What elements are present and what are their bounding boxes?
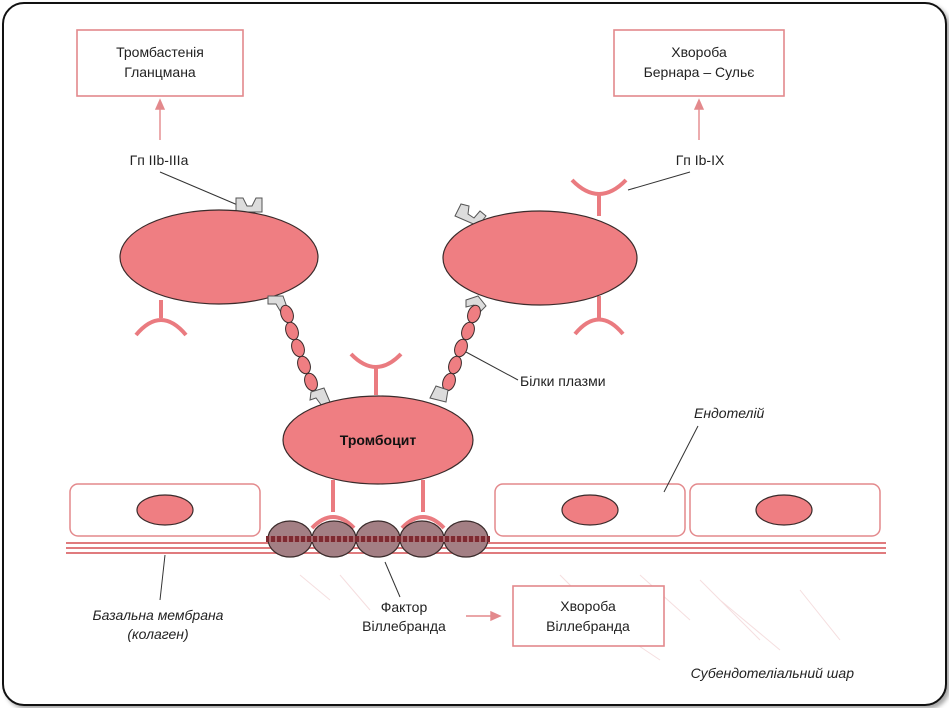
endothelial-cell-middle — [494, 483, 686, 537]
vwf-label-line2: Віллебранда — [362, 618, 446, 634]
vonwillebrand-line1: Хвороба — [560, 598, 616, 614]
left-top-gp-receptor — [235, 197, 263, 213]
glanzmann-box: Тромбастенія Гланцмана — [76, 29, 244, 97]
arrow-to-glanzmann — [154, 98, 166, 140]
bernard-line2: Бернара – Сульє — [644, 64, 755, 80]
right-platelet — [442, 178, 638, 336]
vonwillebrand-box: Хвороба Віллебранда — [512, 585, 665, 647]
vonwillebrand-line2: Віллебранда — [546, 618, 630, 634]
plasma-protein-chain-right — [442, 304, 481, 392]
plasma-proteins-leader — [465, 351, 519, 381]
central-right-gp-receptor — [429, 385, 449, 403]
vwf-leader — [384, 561, 401, 598]
endothelium-leader — [663, 425, 699, 493]
gp-ib-ix-label: Гп Ib-IX — [676, 152, 725, 168]
arrow-to-bernard — [693, 98, 705, 140]
subendothelial-label: Субендотеліальний шар — [691, 665, 855, 681]
basal-membrane-label-line2: (колаген) — [127, 626, 188, 642]
gp-iib-iiia-label: Гп IIb-IIIa — [130, 152, 189, 168]
glanzmann-line1: Тромбастенія — [116, 44, 204, 60]
von-willebrand-factor — [266, 515, 490, 558]
platelet-label: Тромбоцит — [340, 432, 417, 448]
bernard-line1: Хвороба — [671, 44, 727, 60]
bernard-box: Хвороба Бернара – Сульє — [613, 29, 785, 97]
basal-membrane-leader — [159, 554, 166, 601]
glanzmann-line2: Гланцмана — [124, 64, 196, 80]
plasma-proteins-label: Білки плазми — [520, 373, 606, 389]
plasma-protein-chain-left — [280, 304, 318, 392]
gp-ib-ix-leader — [627, 171, 691, 191]
endothelium-label: Ендотелій — [694, 405, 765, 421]
gp-iib-iiia-leader — [159, 171, 241, 207]
arrow-to-vonwillebrand — [466, 610, 502, 622]
endothelial-cell-right — [689, 483, 881, 537]
endothelial-cell-left — [69, 483, 261, 537]
basal-membrane-label-line1: Базальна мембрана — [93, 607, 224, 623]
vwf-label-line1: Фактор — [381, 599, 428, 615]
central-platelet: Тромбоцит — [282, 352, 474, 512]
